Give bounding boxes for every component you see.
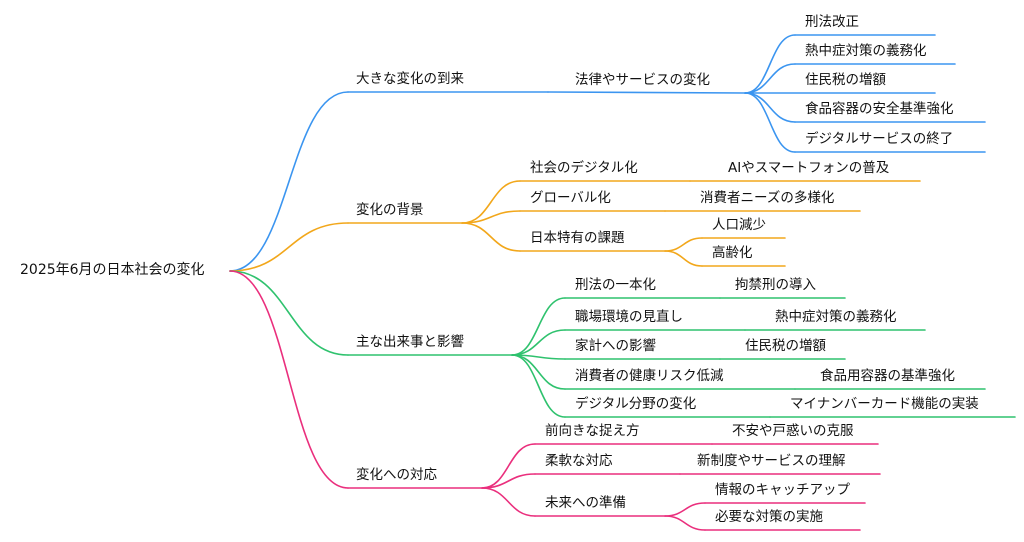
- branch-1-sub-1-leaf-3-label: 住民税の増額: [805, 72, 886, 88]
- branch-4-sub-3-label: 未来への準備: [545, 495, 626, 511]
- branch-3-sub-3-leaf-1-label: 住民税の増額: [745, 338, 826, 354]
- branch-1-sub-1-leaf-1-connector: [744, 34, 796, 94]
- branch-2-sub-3-leaf-1-connector: [664, 237, 703, 252]
- branch-1-sub-1-leaf-1-label: 刑法改正: [805, 14, 859, 30]
- branch-2-label: 変化の背景: [356, 202, 424, 218]
- branch-2-sub-3-leaf-2-connector: [664, 250, 703, 267]
- branch-1-sub-1-leaf-5-connector: [744, 92, 796, 153]
- branch-2-sub-3-label: 日本特有の課題: [530, 230, 625, 246]
- branch-4-sub-3-connector: [481, 487, 536, 517]
- branch-4-sub-3-leaf-1-label: 情報のキャッチアップ: [715, 482, 850, 498]
- branch-2-sub-1-connector: [461, 180, 521, 224]
- branch-1-sub-1-label: 法律やサービスの変化: [575, 72, 710, 88]
- branch-3-sub-5-label: デジタル分野の変化: [575, 396, 697, 412]
- branch-4-sub-2-leaf-1-label: 新制度やサービスの理解: [697, 453, 846, 469]
- branch-4-connector: [229, 270, 349, 489]
- branch-3-sub-1-connector: [511, 297, 566, 356]
- branch-4-sub-1-leaf-1-label: 不安や戸惑いの克服: [732, 423, 854, 439]
- branch-1-sub-1-leaf-2-label: 熱中症対策の義務化: [805, 43, 927, 59]
- root-node: 2025年6月の日本社会の変化: [20, 262, 205, 278]
- branch-2-sub-2-label: グローバル化: [530, 190, 611, 206]
- branch-1-sub-1-leaf-5-label: デジタルサービスの終了: [805, 131, 954, 147]
- branch-3-sub-1-leaf-1-label: 拘禁刑の導入: [735, 277, 816, 293]
- branch-4-sub-2-connector: [481, 473, 536, 489]
- branch-3-connector: [229, 270, 349, 356]
- branch-3-sub-5-connector: [511, 354, 566, 418]
- branch-2-sub-3-leaf-1-label: 人口減少: [712, 217, 766, 233]
- branch-4-sub-1-label: 前向きな捉え方: [545, 423, 640, 439]
- branch-2-sub-1-leaf-1-label: AIやスマートフォンの普及: [728, 160, 890, 176]
- branch-4-sub-2-label: 柔軟な対応: [545, 453, 613, 469]
- branch-1-sub-1-underline: [547, 91, 746, 94]
- branch-3-label: 主な出来事と影響: [356, 334, 464, 350]
- branch-4-label: 変化への対応: [356, 467, 437, 483]
- branch-2-sub-1-label: 社会のデジタル化: [530, 160, 638, 176]
- branch-2-connector: [229, 222, 349, 272]
- branch-3-sub-5-leaf-1-label: マイナンバーカード機能の実装: [790, 396, 979, 412]
- branch-3-sub-4-connector: [511, 354, 566, 390]
- branch-2-sub-3-leaf-2-label: 高齢化: [712, 245, 753, 261]
- branch-4-sub-3-leaf-1-connector: [664, 502, 706, 517]
- branch-1-label: 大きな変化の到来: [356, 71, 464, 87]
- branch-3-sub-3-label: 家計への影響: [575, 338, 656, 354]
- branch-2-sub-2-connector: [461, 210, 521, 224]
- branch-1-sub-1-leaf-4-label: 食品容器の安全基準強化: [805, 101, 954, 117]
- branch-3-sub-2-connector: [511, 329, 566, 356]
- branch-3-sub-4-label: 消費者の健康リスク低減: [575, 368, 724, 384]
- branch-3-sub-1-label: 刑法の一本化: [575, 277, 656, 293]
- branch-1-sub-1-leaf-2-connector: [744, 63, 796, 94]
- branch-4-sub-3-leaf-2-connector: [664, 515, 706, 531]
- branch-4-sub-1-connector: [481, 443, 536, 489]
- branch-4-sub-3-leaf-2-label: 必要な対策の実施: [715, 509, 823, 525]
- branch-3-sub-2-label: 職場環境の見直し: [575, 309, 683, 325]
- branch-1-sub-1-leaf-4-connector: [744, 92, 796, 123]
- branch-2-sub-3-connector: [461, 222, 521, 252]
- branch-3-sub-4-leaf-1-label: 食品用容器の基準強化: [820, 368, 955, 384]
- branch-2-sub-2-leaf-1-label: 消費者ニーズの多様化: [700, 190, 835, 206]
- branch-1-connector: [229, 91, 349, 272]
- branch-3-sub-2-leaf-1-label: 熱中症対策の義務化: [775, 309, 897, 325]
